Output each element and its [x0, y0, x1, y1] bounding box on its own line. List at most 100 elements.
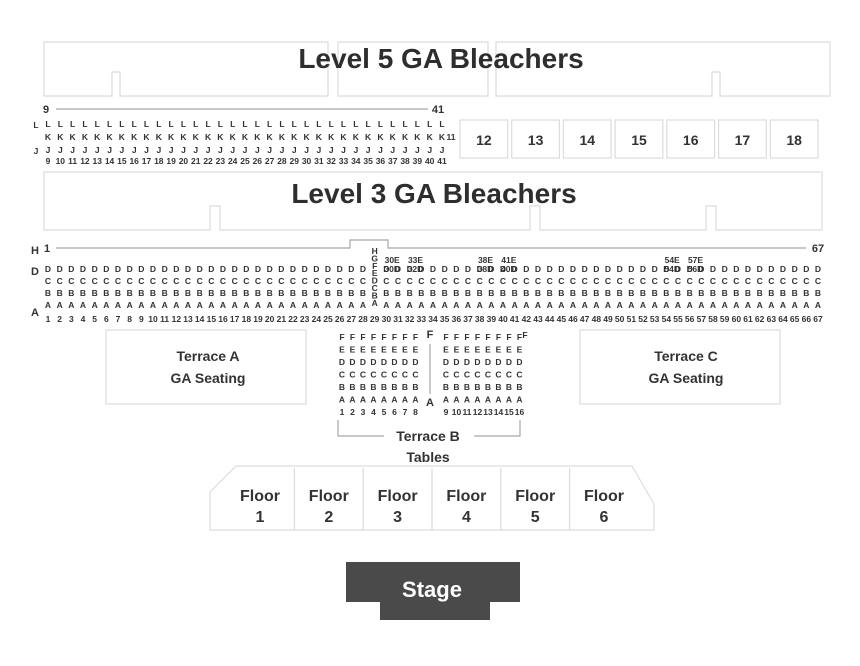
level3-seat-letter: C [675, 276, 681, 286]
level3-seat-number: 62 [755, 314, 765, 324]
level3-seat-letter: D [570, 264, 576, 274]
level3-seat-number: 17 [230, 314, 240, 324]
level3-seat-letter: B [232, 288, 238, 298]
level3-seat-letter: B [185, 288, 191, 298]
level3-seat-letter: C [407, 276, 413, 286]
level3-seat-number: 28 [358, 314, 368, 324]
level5-seat-letter: K [242, 132, 249, 142]
level5-seat-letter: J [427, 145, 432, 155]
level3-seat-number: 33 [417, 314, 427, 324]
terrace-b-seat-letter: B [391, 382, 397, 392]
level5-seat-number: 10 [56, 156, 66, 166]
terrace-b-seat-letter: F [506, 332, 511, 342]
level3-seat-letter: C [477, 276, 483, 286]
level5-seat-letter: K [340, 132, 347, 142]
terrace-b-seat-letter: C [360, 370, 366, 380]
terrace-b-seat-number: 3 [361, 407, 366, 417]
level5-seat-letter: L [390, 119, 395, 129]
terrace-b-seat-letter: D [443, 357, 449, 367]
level3-seat-letter: D [698, 264, 704, 274]
level3-seat-letter: A [547, 300, 553, 310]
terrace-a-sublabel: GA Seating [171, 370, 246, 386]
level3-seat-number: 44 [545, 314, 555, 324]
level5-seat-letter: J [255, 145, 260, 155]
level3-seat-letter: C [488, 276, 494, 286]
terrace-b-seat-letter: D [402, 357, 408, 367]
level5-seat-letter: L [205, 119, 210, 129]
level5-seat-number: 27 [265, 156, 275, 166]
level5-seat-letter: J [292, 145, 297, 155]
level5-seat-number: 13 [93, 156, 103, 166]
level3-seat-letter: D [593, 264, 599, 274]
level3-seat-letter: C [220, 276, 226, 286]
level3-seat-letter: D [92, 264, 98, 274]
level3-seat-letter: C [710, 276, 716, 286]
terrace-b-seat-number: 11 [463, 407, 472, 417]
terrace-b-seat-letter: C [443, 370, 449, 380]
level3-seat-letter: A [138, 300, 144, 310]
level3-seat-number: 50 [615, 314, 625, 324]
level3-seat-letter: B [302, 288, 308, 298]
terrace-b-row-letter: F [427, 329, 434, 341]
level3-seat-letter: D [523, 264, 529, 274]
level3-seat-letter: A [500, 300, 506, 310]
level5-seat-number: 35 [363, 156, 373, 166]
terrace-b-seat-letter: E [454, 345, 460, 355]
level3-seat-letter: B [488, 288, 494, 298]
floor-section-number: 6 [600, 509, 609, 526]
level3-seat-letter: D [745, 264, 751, 274]
level3-seat-number: 57 [697, 314, 707, 324]
level3-seat-letter: D [208, 264, 214, 274]
level3-seat-letter: D [337, 264, 343, 274]
level5-seat-number: 32 [326, 156, 336, 166]
level5-seat-number: 37 [388, 156, 398, 166]
floor-section-number: 2 [324, 509, 333, 526]
floor-section-label: Floor [378, 488, 418, 505]
terrace-b-seat-letter: B [485, 382, 491, 392]
level3-seat-letter: D [395, 264, 401, 274]
floor-outline [209, 465, 655, 531]
terrace-b-seat-letter: D [360, 357, 366, 367]
terrace-b-seat-number: 2 [350, 407, 355, 417]
level3-seat-letter: B [722, 288, 728, 298]
level3-seat-letter: C [302, 276, 308, 286]
level3-seat-letter: A [185, 300, 191, 310]
terrace-b-seat-number: 16 [515, 407, 525, 417]
level3-seat-letter: C [418, 276, 424, 286]
level5-seat-number: 25 [240, 156, 250, 166]
terrace-b-seat-letter: A [506, 395, 512, 405]
level3-seat-letter: A [757, 300, 763, 310]
level3-row-letter: D [31, 266, 39, 278]
level5-seat-letter: L [316, 119, 321, 129]
level3-seat-number: 10 [148, 314, 158, 324]
level5-seat-letter: K [353, 132, 360, 142]
level3-seat-letter: B [453, 288, 459, 298]
level3-seat-letter: B [383, 288, 389, 298]
level5-seat-letter: K [119, 132, 126, 142]
terrace-b-seat-letter: A [391, 395, 397, 405]
level5-seat-letter: J [243, 145, 248, 155]
level3-end-number: 67 [812, 243, 824, 255]
level5-seat-letter: L [144, 119, 149, 129]
level3-seat-letter: D [418, 264, 424, 274]
level3-seat-letter: C [512, 276, 518, 286]
floor-section-number: 4 [462, 509, 471, 526]
level3-seat-letter: B [477, 288, 483, 298]
level3-seat-letter: D [442, 264, 448, 274]
level3-seat-letter: D [663, 264, 669, 274]
level3-seat-letter: C [325, 276, 331, 286]
level3-seat-letter: D [582, 264, 588, 274]
level5-seat-rows: LJLKJ9LKJ10LKJ11LKJ12LKJ13LKJ14LKJ15LKJ1… [33, 119, 455, 166]
floor-section-label: Floor [584, 488, 624, 505]
level3-seat-letter: B [640, 288, 646, 298]
level3-seat-letter: D [722, 264, 728, 274]
level5-seat-letter: K [291, 132, 298, 142]
level3-seat-letter: A [617, 300, 623, 310]
level3-seat-letter: D [605, 264, 611, 274]
level5-seat-letter: K [82, 132, 89, 142]
level5-seat-number: 9 [46, 156, 51, 166]
level3-seat-letter: A [208, 300, 214, 310]
level3-seat-number: 35 [440, 314, 450, 324]
terrace-b-seat-letter: F [392, 332, 397, 342]
